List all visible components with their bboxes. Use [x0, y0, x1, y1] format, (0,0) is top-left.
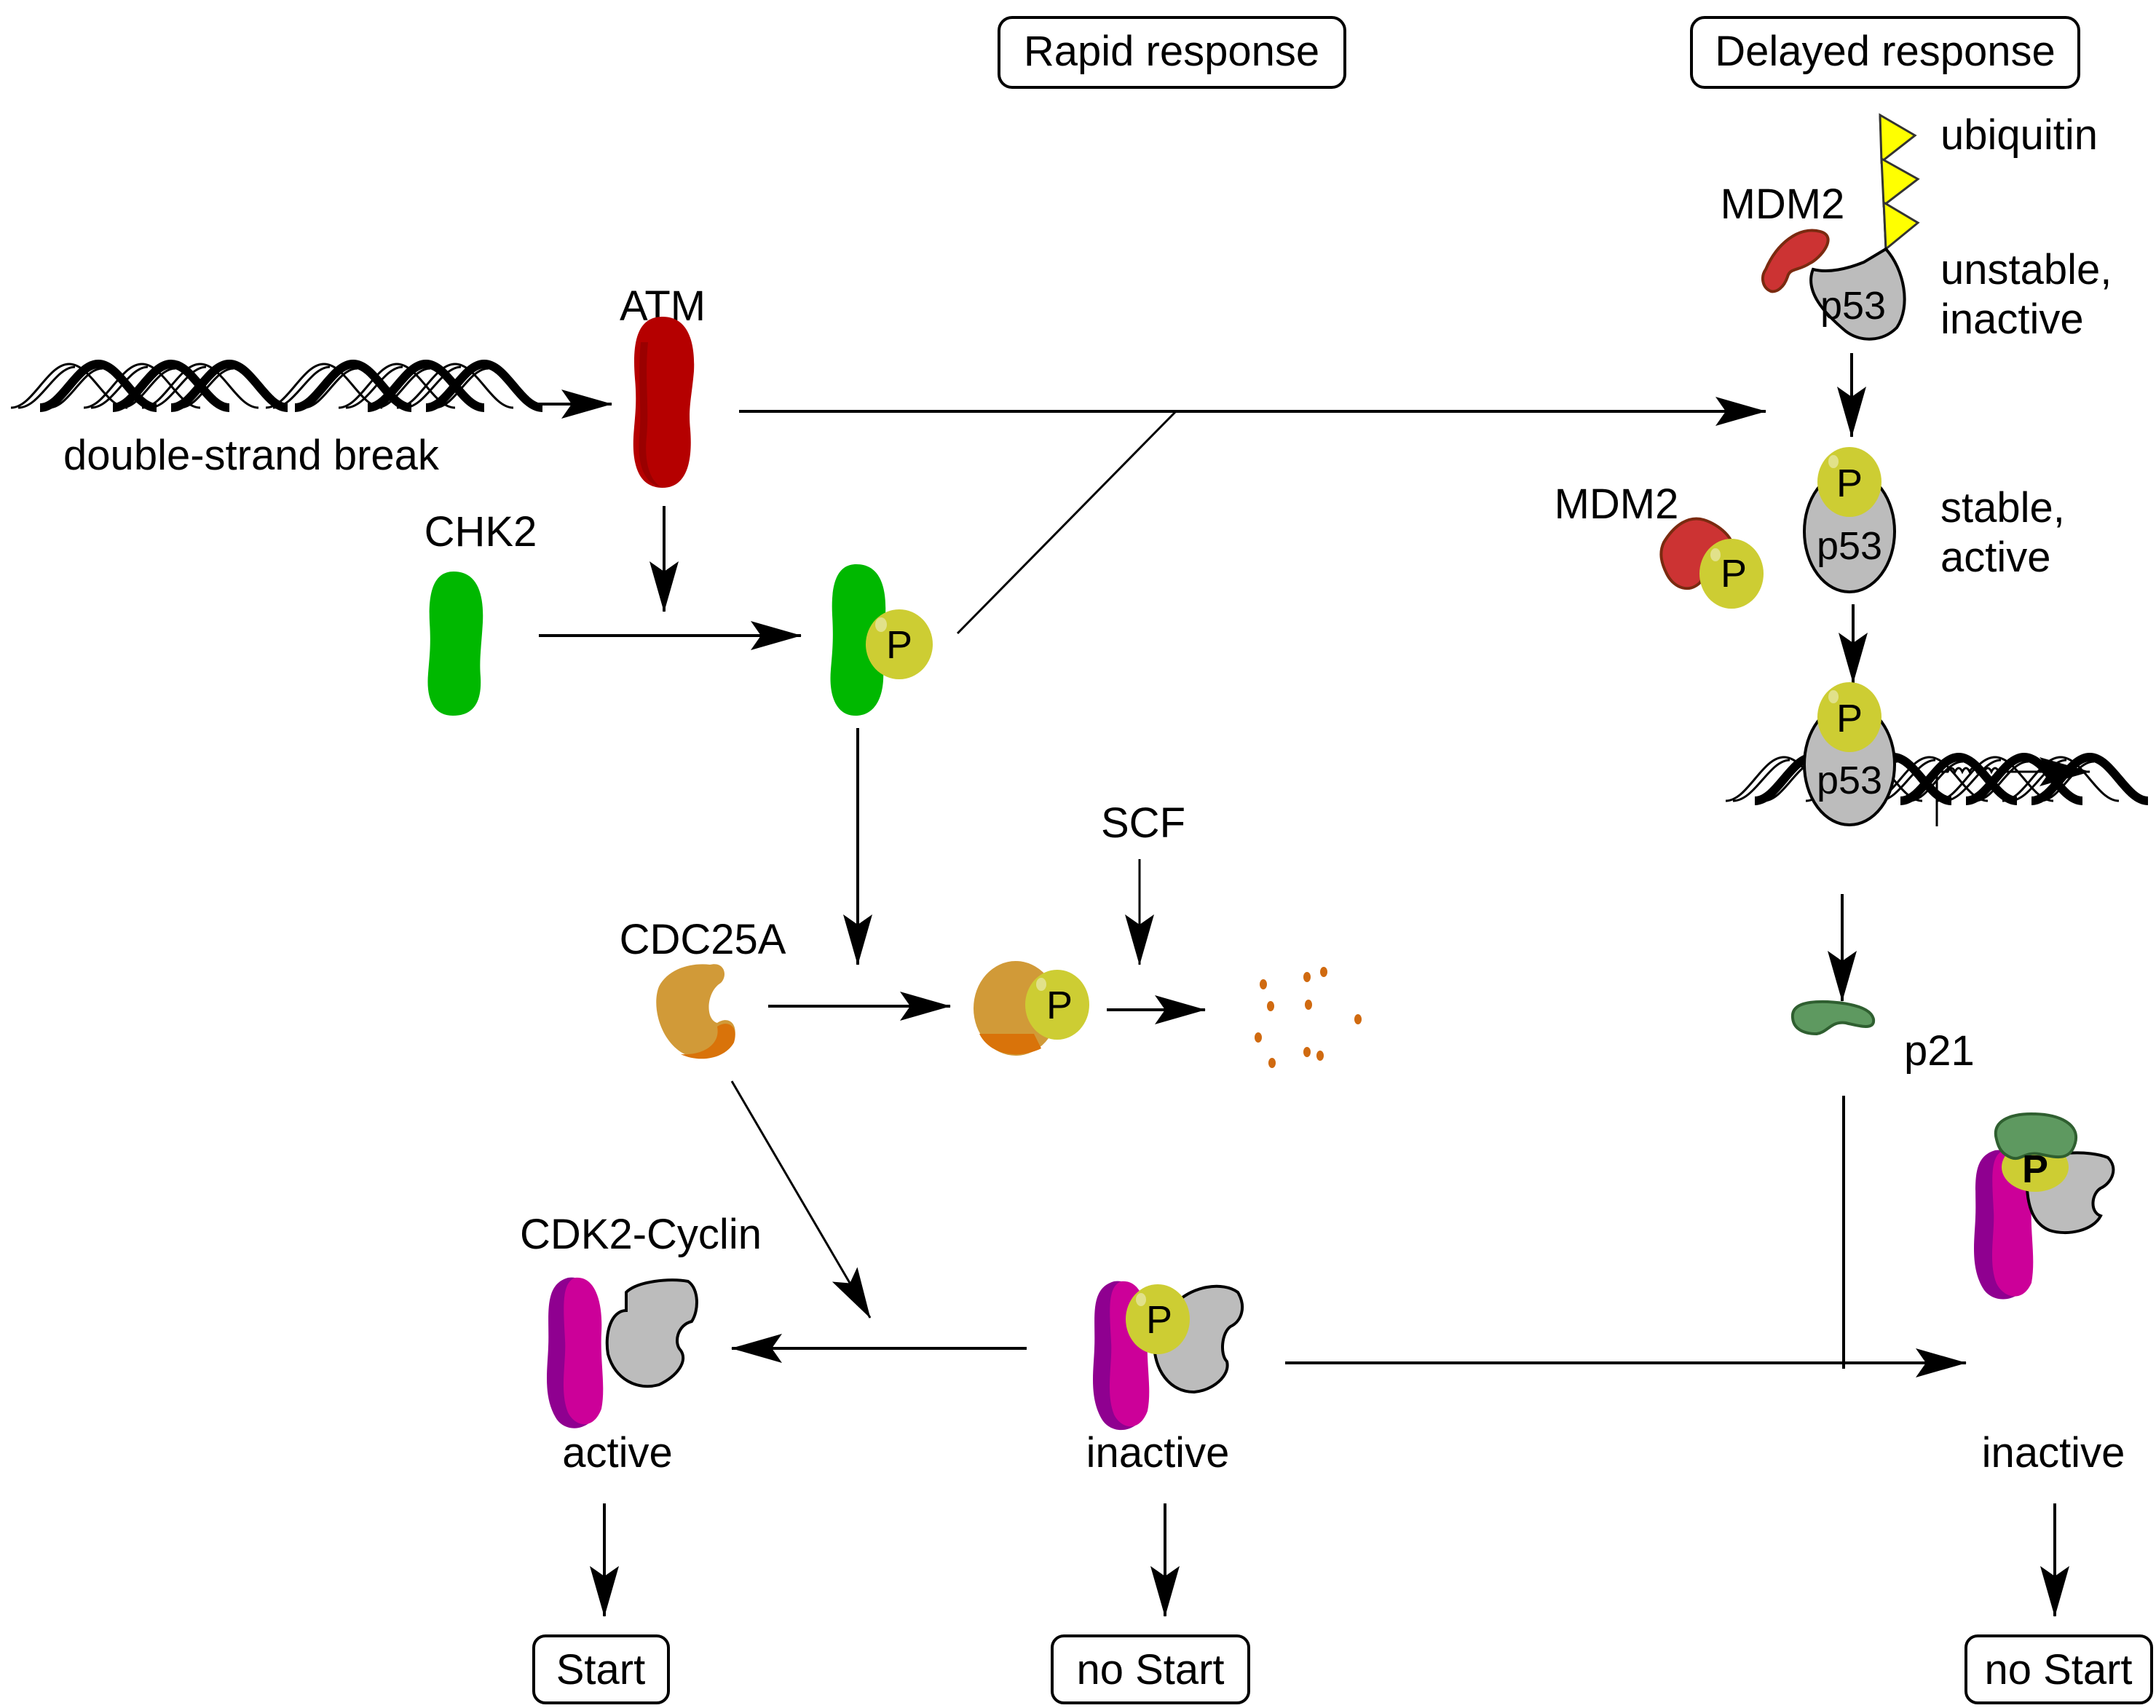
- ubiquitin-chain-icon: [1879, 113, 1920, 252]
- cdk2-cyclin-p21-complex-icon: P: [1974, 1112, 2115, 1300]
- arrow-cdc25a-activates-cdk2: [730, 1080, 872, 1318]
- degradation-debris-icon: [1255, 967, 1362, 1068]
- outcome-no-start-right: no Start: [1965, 1634, 2153, 1704]
- chk2-protein-icon: [427, 572, 483, 716]
- ubiquitin-label: ubiquitin: [1940, 111, 2098, 159]
- p21-protein-icon: [1790, 1000, 1876, 1036]
- dna-double-strand-break-icon: [11, 364, 542, 408]
- cdc25a-label: CDC25A: [620, 916, 786, 963]
- cdk2-cyclin-inactive-complex-icon: P: [1093, 1281, 1244, 1431]
- cdk2-cyclin-active-complex-icon: [547, 1277, 698, 1428]
- p53-label: p53: [1817, 524, 1882, 568]
- cdk2-cyclin-label: CDK2-Cyclin: [520, 1211, 762, 1258]
- start-label: Start: [556, 1646, 646, 1693]
- phospho-mdm2-icon: P: [1659, 517, 1764, 609]
- line-pchk2-to-p53-pathway: [956, 410, 1177, 635]
- phosphate-label: P: [1146, 1298, 1172, 1342]
- phospho-chk2-icon: P: [830, 564, 933, 716]
- active-label: active: [562, 1429, 673, 1476]
- p21-bound-icon: [1994, 1112, 2078, 1161]
- no-start-label-right: no Start: [1984, 1646, 2132, 1693]
- p53-mdm2-complex-icon: p53: [1761, 229, 1906, 341]
- inactive-label-mid: inactive: [1086, 1429, 1230, 1476]
- outcome-no-start-mid: no Start: [1051, 1634, 1250, 1704]
- delayed-response-header: Delayed response: [1690, 16, 2080, 89]
- phosphate-label: P: [1046, 984, 1073, 1027]
- delayed-response-label: Delayed response: [1715, 28, 2056, 75]
- phosphate-label: P: [886, 623, 912, 667]
- double-strand-break-label: double-strand break: [63, 432, 440, 479]
- phosphate-label: P: [2022, 1147, 2048, 1191]
- p53-label: p53: [1817, 759, 1882, 802]
- cdc25a-protein-icon: [656, 964, 735, 1059]
- p21-label: p21: [1904, 1027, 1975, 1075]
- chk2-label: CHK2: [425, 508, 537, 556]
- unstable-label: unstable,: [1940, 246, 2112, 293]
- atm-protein-icon: [633, 317, 695, 488]
- rapid-response-header: Rapid response: [998, 16, 1346, 89]
- mdm2-label-top: MDM2: [1721, 181, 1845, 228]
- phospho-cdc25a-icon: P: [974, 961, 1089, 1056]
- phosphate-label: P: [1836, 462, 1863, 505]
- atm-shading: [639, 342, 663, 488]
- rapid-response-label: Rapid response: [1024, 28, 1319, 75]
- phospho-p53-stable-icon: P p53: [1803, 447, 1896, 593]
- p53-dna-binding-icon: P p53: [1726, 682, 2148, 826]
- stable-label: stable,: [1940, 484, 2065, 531]
- inactive-label-right: inactive: [1982, 1429, 2125, 1476]
- phosphate-label: P: [1721, 552, 1747, 596]
- phosphate-label: P: [1836, 697, 1863, 740]
- mdm2-label-mid: MDM2: [1555, 481, 1679, 528]
- no-start-label-mid: no Start: [1076, 1646, 1224, 1693]
- active-label-p53: active: [1940, 534, 2051, 581]
- inactive-label-top: inactive: [1940, 296, 2084, 343]
- scf-label: SCF: [1101, 799, 1185, 847]
- outcome-start: Start: [532, 1634, 670, 1704]
- p53-label: p53: [1820, 284, 1886, 328]
- transcription-arrow-icon: [1935, 757, 2090, 826]
